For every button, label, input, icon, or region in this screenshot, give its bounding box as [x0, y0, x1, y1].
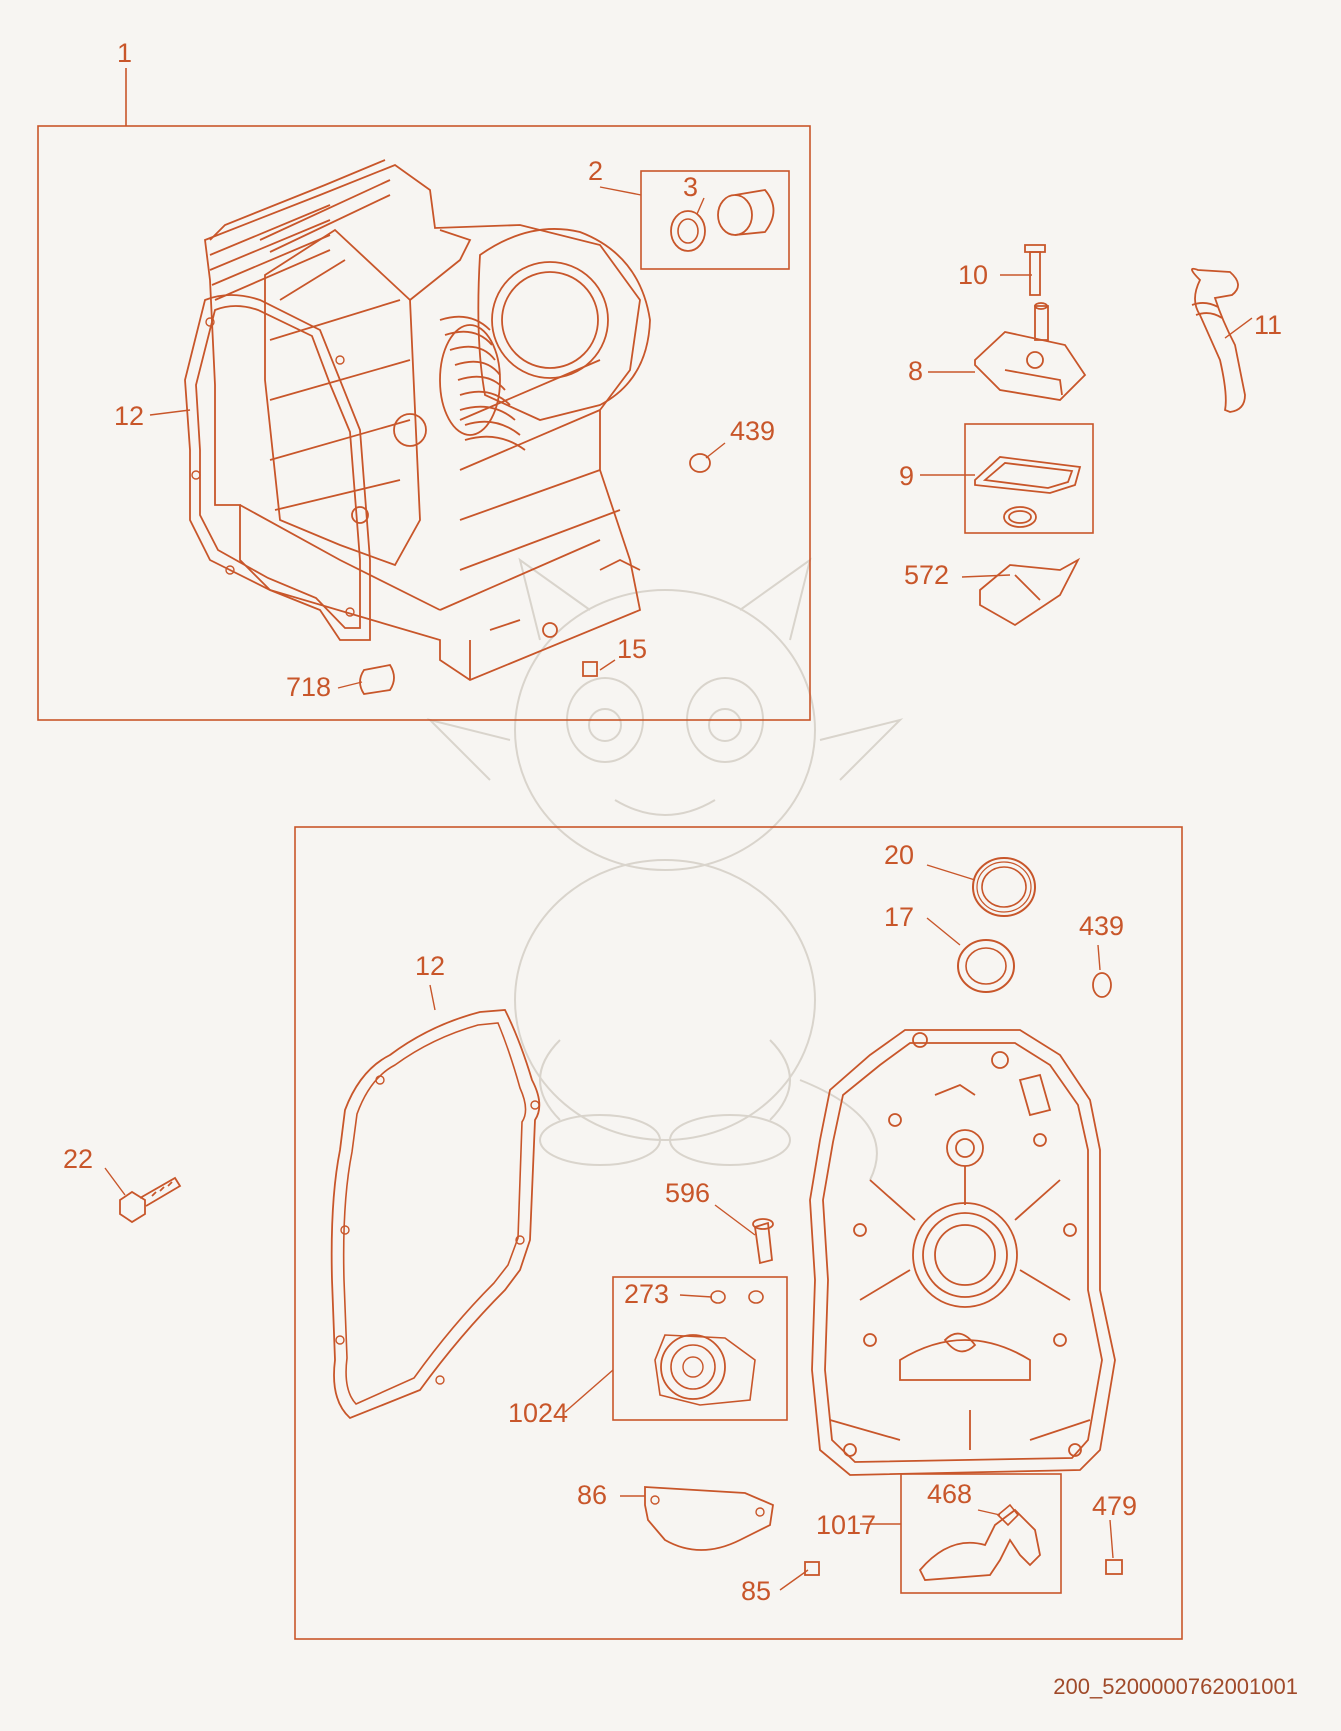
leader-line: [977, 1509, 1001, 1516]
leader-line: [679, 1294, 713, 1298]
seal-sleeve-subframe: [640, 170, 790, 270]
crankcase-gasket-top: [184, 294, 371, 641]
callout-11[interactable]: 11: [1254, 310, 1282, 340]
callout-1[interactable]: 1: [117, 38, 132, 68]
leader-line: [429, 984, 436, 1011]
cylinder-block-drawing: [204, 159, 651, 682]
callout-12-top[interactable]: 12: [114, 401, 144, 431]
callout-1024[interactable]: 1024: [508, 1398, 568, 1428]
breather-gasket-subframe: [964, 423, 1094, 534]
leader-line: [961, 574, 1011, 578]
leader-line: [1224, 317, 1253, 339]
callout-20[interactable]: 20: [884, 840, 914, 870]
leader-line: [1109, 1519, 1114, 1559]
callout-12-bottom[interactable]: 12: [415, 951, 445, 981]
crankcase-gasket-bottom: [330, 1009, 541, 1420]
crankcase-cover-drawing: [809, 1029, 1116, 1476]
callout-22[interactable]: 22: [63, 1144, 93, 1174]
leader-line: [599, 659, 616, 671]
callout-439-top[interactable]: 439: [730, 416, 775, 446]
leader-line: [1097, 944, 1101, 971]
drawing-id: 200_5200000762001001: [1053, 1674, 1298, 1699]
leader-line: [714, 1204, 756, 1236]
leader-line: [926, 864, 976, 881]
leader-lines: [104, 186, 1253, 1591]
callout-479[interactable]: 479: [1092, 1491, 1137, 1521]
oil-pump-subframe: [612, 1276, 788, 1421]
flange-bolt-22-drawing: [119, 1176, 182, 1224]
leader-line: [337, 681, 363, 689]
leader-line: [149, 409, 191, 416]
leader-line: [696, 197, 705, 215]
callout-15[interactable]: 15: [617, 634, 647, 664]
callout-2[interactable]: 2: [588, 156, 603, 186]
callout-439-bottom[interactable]: 439: [1079, 911, 1124, 941]
callout-1017[interactable]: 1017: [816, 1510, 876, 1540]
bottom-group: [294, 826, 1183, 1640]
callout-3[interactable]: 3: [683, 172, 698, 202]
leader-line: [564, 1369, 614, 1413]
leader-line: [104, 1167, 126, 1196]
oil-pickup-subframe: [900, 1473, 1062, 1594]
dragon-watermark: [426, 557, 904, 1181]
top-group: [37, 68, 811, 721]
leader-line: [705, 442, 726, 459]
callout-85[interactable]: 85: [741, 1576, 771, 1606]
callout-10[interactable]: 10: [958, 260, 988, 290]
leader-line: [599, 186, 642, 196]
leader-line: [779, 1569, 809, 1591]
top-group-frame: [37, 125, 811, 721]
callout-468[interactable]: 468: [927, 1479, 972, 1509]
callout-718[interactable]: 718: [286, 672, 331, 702]
callout-273[interactable]: 273: [624, 1279, 669, 1309]
callout-8[interactable]: 8: [908, 356, 923, 386]
callout-labels: 1 2 3 10 11 8 12 439 9 572 15 718 20 17 …: [63, 38, 1298, 1699]
callout-9[interactable]: 9: [899, 461, 914, 491]
breather-group: [964, 244, 1246, 627]
callout-17[interactable]: 17: [884, 902, 914, 932]
bottom-group-frame: [294, 826, 1183, 1640]
callout-572[interactable]: 572: [904, 560, 949, 590]
callout-86[interactable]: 86: [577, 1480, 607, 1510]
leader-line: [926, 917, 961, 946]
callout-596[interactable]: 596: [665, 1178, 710, 1208]
